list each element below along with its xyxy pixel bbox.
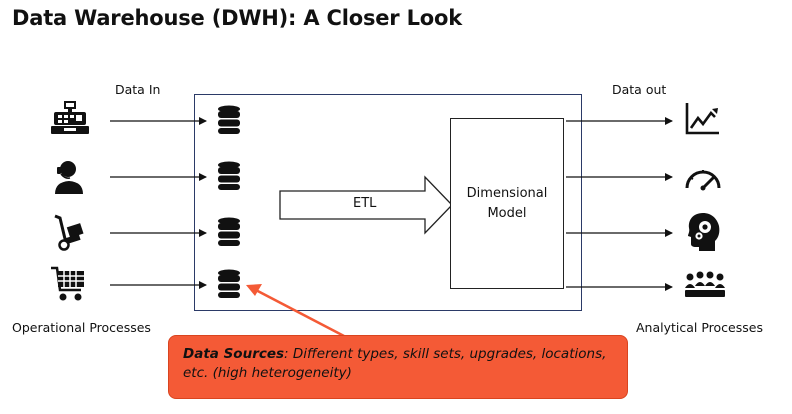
dimensional-model-line2: Model <box>487 205 527 221</box>
callout-pointer-line <box>251 286 345 338</box>
hand-truck-icon <box>54 214 84 251</box>
speedometer-icon <box>685 170 721 191</box>
callout-title: Data Sources <box>183 346 285 362</box>
head-gears-icon <box>688 213 720 251</box>
cash-register-icon <box>51 101 89 134</box>
etl-label: ETL <box>353 196 377 211</box>
data-in-label: Data In <box>115 82 161 97</box>
dimensional-model-box: Dimensional Model <box>450 118 564 289</box>
analytical-processes-label: Analytical Processes <box>636 320 763 335</box>
shopping-cart-icon <box>51 266 84 301</box>
dimensional-model-line1: Dimensional <box>466 185 548 201</box>
database-icon <box>218 217 240 246</box>
data-out-label: Data out <box>612 82 667 97</box>
database-icon <box>218 161 240 190</box>
database-icon <box>218 105 240 134</box>
operational-processes-label: Operational Processes <box>12 320 151 335</box>
callout-text: : Different types, skill sets, upgrades,… <box>183 346 607 381</box>
line-chart-icon <box>685 103 719 135</box>
data-warehouse-box <box>194 94 582 311</box>
etl-arrow <box>279 175 453 235</box>
call-center-agent-icon <box>55 158 83 194</box>
page-title: Data Warehouse (DWH): A Closer Look <box>12 6 462 30</box>
callout-pointer-head <box>246 284 262 296</box>
team-meeting-icon <box>685 271 725 297</box>
data-sources-callout: Data Sources: Different types, skill set… <box>168 335 628 399</box>
database-icon <box>218 269 240 298</box>
